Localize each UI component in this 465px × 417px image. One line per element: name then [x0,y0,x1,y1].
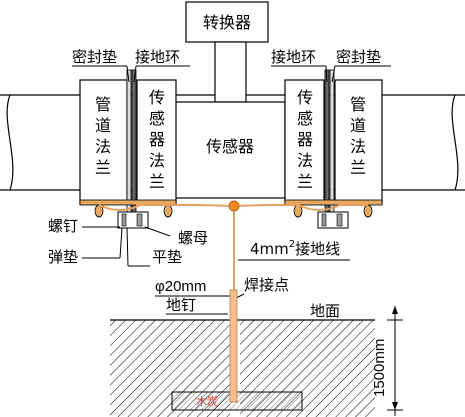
right-bolt-hardware [293,204,373,229]
left-ground-lug-2-icon [163,204,173,218]
svg-text:法: 法 [297,151,313,170]
left-gasket-label: 密封垫 [72,48,117,66]
right-flange-assembly [284,69,383,215]
svg-text:道: 道 [95,116,111,135]
ground-surface-label: 地面 [310,302,340,320]
right-pipe-flange-label: 管 道 法 兰 [350,95,366,177]
left-gasket [126,69,132,215]
ground-wire-superscript: 2 [289,239,295,250]
right-ground-ring-label: 接地环 [271,48,316,66]
depth-label: 1500mm [371,339,388,397]
left-top-labels: 密封垫 接地环 [72,48,190,83]
flat-washer-label: 平垫 [152,248,182,266]
ground-rod [229,289,238,403]
sensor-body: 传感器 [174,101,286,199]
svg-text:法: 法 [149,151,165,170]
converter-neck [214,41,247,103]
right-ground-ring [324,69,330,215]
left-sensor-flange-label: 传 感 器 法 兰 [149,88,165,191]
right-bolt-strip [284,199,383,206]
right-ground-lug-2-icon [363,204,373,218]
svg-text:管: 管 [95,95,111,114]
charcoal-label: 木炭 [196,395,218,408]
svg-text:兰: 兰 [95,158,111,177]
svg-text:4mm2接地线: 4mm2接地线 [250,239,340,258]
sensor-label: 传感器 [206,137,254,156]
right-pipe-flange [334,79,383,205]
svg-text:感: 感 [149,109,165,128]
svg-text:器: 器 [149,130,165,149]
svg-text:法: 法 [95,137,111,156]
svg-text:兰: 兰 [149,172,165,191]
right-sensor-flange-label: 传 感 器 法 兰 [297,88,313,191]
left-flange-assembly [79,69,177,215]
ground-wires [98,204,368,297]
svg-text:兰: 兰 [297,172,313,191]
left-pipe-flange-label: 管 道 法 兰 [95,95,111,177]
right-top-labels: 接地环 密封垫 [271,48,391,83]
nut-label: 螺母 [178,229,208,247]
svg-text:感: 感 [297,109,313,128]
ground-wire-suffix: 接地线 [295,240,340,258]
rod-labels: 焊接点 φ20mm 地钉 [155,276,289,315]
soil: 木炭 地面 [110,302,375,417]
svg-text:道: 道 [350,116,366,135]
svg-text:传: 传 [149,88,165,107]
converter: 转换器 [185,1,269,103]
right-gasket-label: 密封垫 [336,48,381,66]
left-bolt-hardware [94,204,173,229]
rod-name-label: 地钉 [166,296,196,314]
left-bolt-strip [79,199,177,206]
ground-wire-label: 4mm2接地线 [238,239,350,261]
svg-text:法: 法 [350,137,366,156]
ground-wire-size: 4mm [250,240,289,258]
hardware-labels: 螺钉 螺母 弹垫 平垫 [48,217,208,267]
converter-box [185,1,269,43]
depth-dimension: 1500mm [371,306,403,416]
svg-text:传: 传 [297,88,313,107]
svg-text:兰: 兰 [350,158,366,177]
wire-junction-icon [228,200,240,212]
weld-point-label: 焊接点 [244,276,289,294]
spring-washer-label: 弹垫 [48,248,78,266]
converter-label: 转换器 [203,13,251,32]
left-pipe-flange [79,79,128,205]
left-ground-ring-label: 接地环 [135,48,180,66]
left-ground-ring [131,69,137,215]
svg-text:器: 器 [297,130,313,149]
right-gasket [329,69,335,215]
svg-text:管: 管 [350,95,366,114]
bolt-label: 螺钉 [48,217,78,235]
rod-diameter-label: φ20mm [155,278,206,295]
